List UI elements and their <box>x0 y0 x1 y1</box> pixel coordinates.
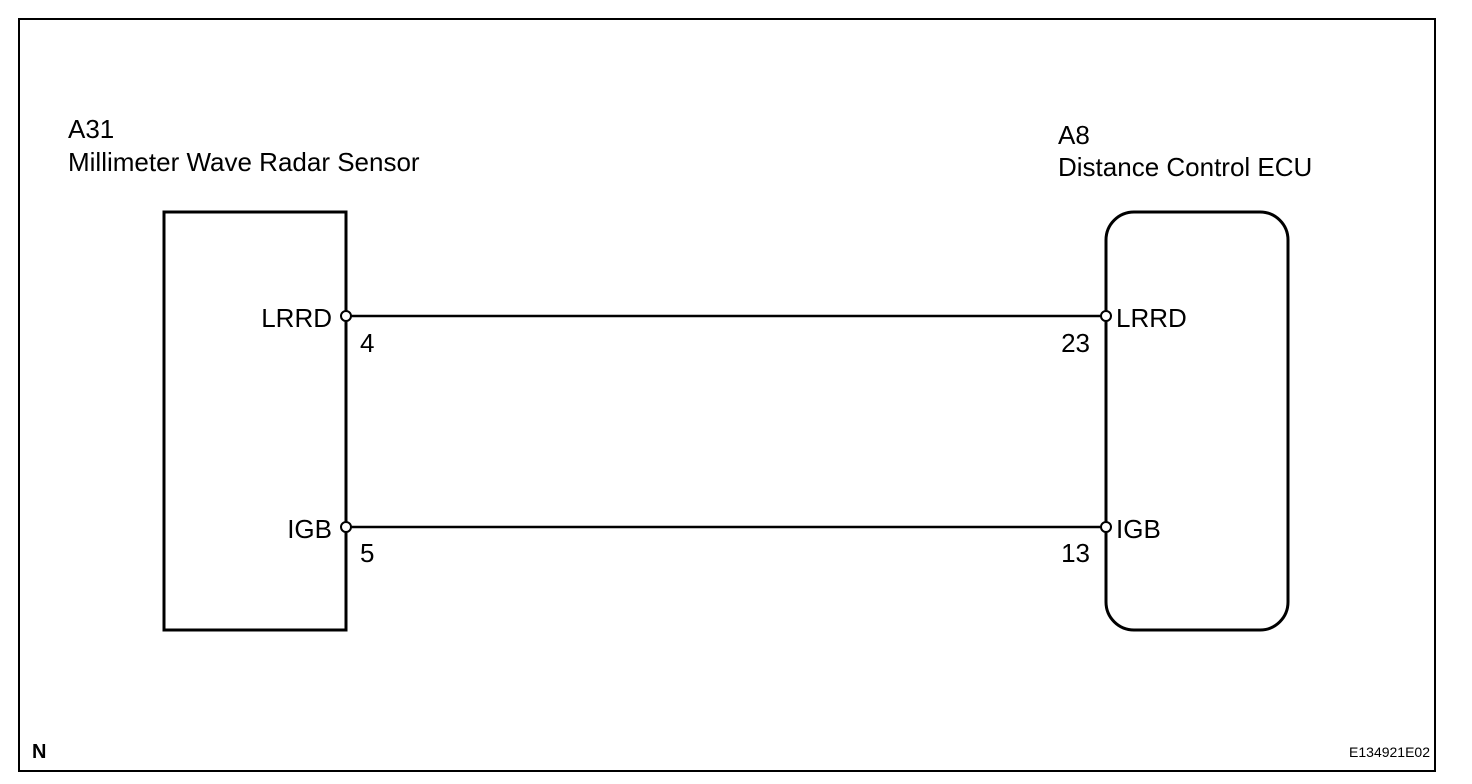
left-component-name: Millimeter Wave Radar Sensor <box>68 147 420 177</box>
right-component-box <box>1104 210 1290 632</box>
left-component-box <box>162 210 348 632</box>
left-pin-number-4: 4 <box>360 328 375 358</box>
terminal-right-13 <box>1100 521 1112 533</box>
left-pin-number-5: 5 <box>360 538 375 568</box>
terminal-left-5 <box>340 521 352 533</box>
right-pin-label-igb: IGB <box>1116 514 1161 544</box>
right-component-name: Distance Control ECU <box>1058 152 1313 182</box>
left-pin-label-lrrd: LRRD <box>261 303 332 333</box>
left-pin-label-igb: IGB <box>287 514 332 544</box>
right-pin-number-13: 13 <box>1061 538 1090 568</box>
left-component-code: A31 <box>68 114 115 144</box>
diagram-frame <box>18 18 1436 772</box>
corner-mark: N <box>32 741 47 763</box>
figure-id: E134921E02 <box>1349 744 1430 760</box>
right-pin-number-23: 23 <box>1061 328 1090 358</box>
right-pin-label-lrrd: LRRD <box>1116 303 1187 333</box>
terminal-right-23 <box>1100 310 1112 322</box>
terminal-left-4 <box>340 310 352 322</box>
right-component-code: A8 <box>1058 120 1090 150</box>
